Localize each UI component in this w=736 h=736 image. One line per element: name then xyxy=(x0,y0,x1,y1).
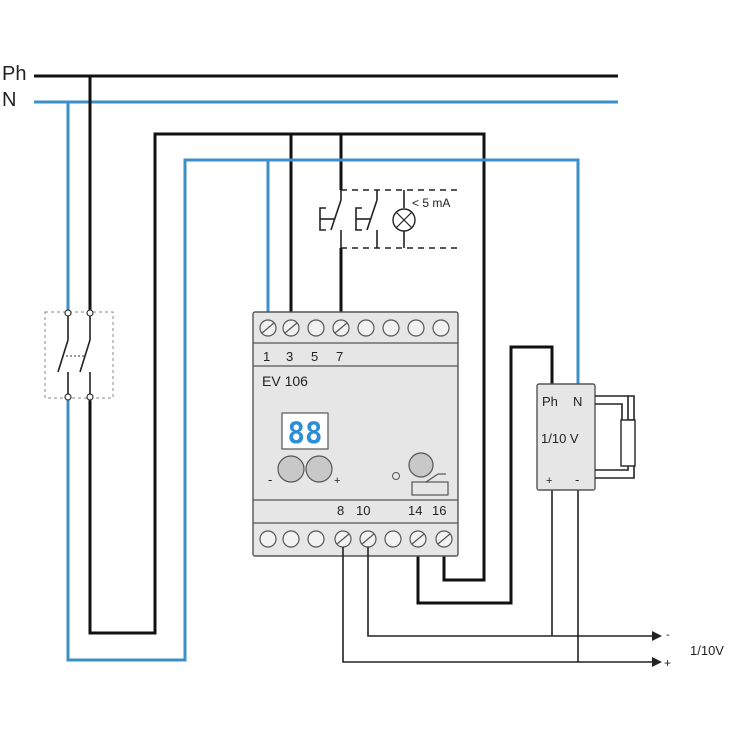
neutral-line-label: N xyxy=(2,89,16,111)
control-plus-label: + xyxy=(664,656,671,670)
plus-button xyxy=(305,455,333,483)
switch-enclosure xyxy=(44,311,114,399)
settings-icon xyxy=(392,472,400,480)
terminal-label-3: 3 xyxy=(286,349,293,364)
ballast-plus-label: + xyxy=(546,475,552,487)
ballast-type-label: 1/10 V xyxy=(541,431,579,446)
ballast-housing xyxy=(536,383,596,491)
electronic-ballast: Ph N 1/10 V + - xyxy=(536,383,636,491)
double-pole-switch xyxy=(44,309,114,401)
control-output-label: 1/10V xyxy=(690,643,724,658)
plus-sign: + xyxy=(334,475,340,487)
bottom-terminal-row xyxy=(259,530,453,548)
terminal-label-7: 7 xyxy=(336,349,343,364)
adjust-knob xyxy=(408,452,434,478)
control-minus-wire xyxy=(367,547,652,637)
terminal-label-1: 1 xyxy=(263,349,270,364)
terminal-label-5: 5 xyxy=(311,349,318,364)
neutral-return-loop xyxy=(66,158,268,662)
control-wiring: - + 1/10V xyxy=(342,490,724,670)
neutral-wiring xyxy=(66,102,580,662)
terminal-label-10: 10 xyxy=(356,503,370,518)
supply-lines: Ph N xyxy=(2,63,618,111)
control-plus-wire xyxy=(342,547,652,663)
dimmer-model-label: EV 106 xyxy=(262,373,308,389)
dimmer-module: 1 3 5 7 EV 106 88 - + 8 10 14 16 xyxy=(252,311,459,557)
terminal-label-14: 14 xyxy=(408,503,422,518)
phase-wiring xyxy=(88,76,554,635)
push-buttons: < 5 mA xyxy=(319,189,460,249)
terminal-label-16: 16 xyxy=(432,503,446,518)
ballast-n-label: N xyxy=(573,394,582,409)
fluorescent-tube-icon xyxy=(620,419,636,467)
minus-sign: - xyxy=(268,472,272,487)
minus-button xyxy=(277,455,305,483)
relay-to-ballast-phase xyxy=(416,345,554,605)
phase-return-loop xyxy=(88,132,486,635)
terminal-label-8: 8 xyxy=(337,503,344,518)
ballast-minus-label: - xyxy=(575,472,579,487)
control-minus-label: - xyxy=(666,629,670,641)
dimmer-housing xyxy=(252,311,459,557)
dimmer-display xyxy=(281,412,329,450)
ballast-ph-label: Ph xyxy=(542,394,558,409)
relay-icon xyxy=(411,481,449,496)
display-digits: 88 xyxy=(288,416,323,450)
neutral-to-ballast xyxy=(268,158,580,385)
current-limit-label: < 5 mA xyxy=(412,196,450,210)
top-terminal-row xyxy=(259,319,450,337)
phase-line-label: Ph xyxy=(2,63,26,85)
